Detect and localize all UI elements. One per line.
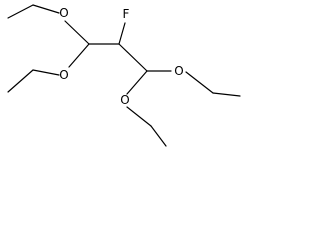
bond-ch2-ch3-right bbox=[212, 92, 241, 97]
bond-ch2-ch3-lower-left bbox=[7, 69, 34, 93]
bond-c2-c3 bbox=[118, 43, 148, 72]
bond-o1-c1 bbox=[64, 20, 90, 45]
bond-o3-ch2 bbox=[185, 71, 214, 94]
bond-o1-ch2 bbox=[32, 4, 60, 14]
skeletal-structure: O F O O O bbox=[7, 4, 241, 147]
atom-label-oxygen-bottom: O bbox=[120, 93, 129, 107]
atom-label-oxygen-right: O bbox=[174, 64, 183, 78]
bond-ch2-ch3-upper bbox=[7, 4, 34, 19]
bond-o4-ch2 bbox=[126, 106, 152, 127]
bond-ch2-ch3-bottom bbox=[150, 125, 167, 147]
atom-label-oxygen-lower-left: O bbox=[59, 68, 68, 82]
bond-c2-f bbox=[118, 22, 126, 45]
bond-c1-o2 bbox=[68, 43, 90, 68]
bond-o2-ch2 bbox=[32, 69, 60, 76]
bond-c3-o4 bbox=[126, 70, 148, 95]
atom-label-oxygen-upper-left: O bbox=[59, 6, 68, 20]
atom-label-fluorine: F bbox=[123, 7, 130, 21]
